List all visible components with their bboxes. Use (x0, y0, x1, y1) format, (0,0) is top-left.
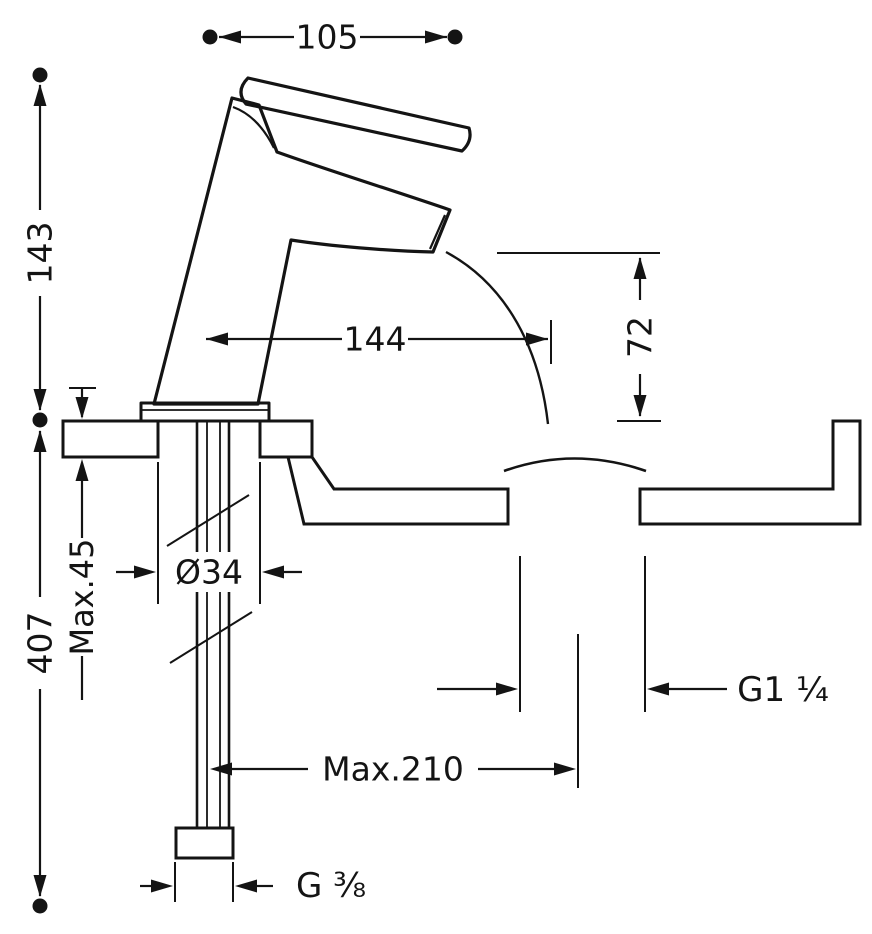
reference-dot (32, 898, 48, 914)
reference-dot (32, 67, 48, 83)
dimension-mounting-hole-diameter: Ø34 (116, 462, 302, 604)
dim-label-waste-thread: G1 ¼ (737, 670, 829, 710)
drain-dome-arc (503, 457, 647, 473)
dim-label-spout-outlet-height: 72 (621, 316, 660, 358)
dim-label-max-counter-thickness: Max.45 (63, 538, 101, 655)
countertop-basin-section (61, 419, 862, 526)
countertop-left-slab (61, 419, 160, 459)
dim-label-height-above-deck: 143 (21, 222, 60, 285)
arrowhead-left-icon (235, 879, 257, 893)
dimension-spout-reach: 144 (206, 320, 552, 364)
arrowhead-up-icon (633, 257, 647, 279)
dim-label-spout-reach: 144 (344, 320, 407, 359)
arrowhead-left-icon (206, 332, 228, 346)
basin-left-wall-and-bottom (286, 455, 510, 526)
water-stream-arc (445, 250, 550, 425)
arrowhead-up-icon (33, 84, 47, 106)
pipe-break-mark-upper (166, 494, 250, 547)
arrowhead-down-icon (75, 397, 89, 419)
dimension-max-supply-offset: Max.210 (210, 634, 579, 789)
faucet-body-and-spout (152, 96, 452, 406)
arrowhead-left-icon (262, 565, 284, 579)
dimension-depth-below-deck: 407 (21, 430, 60, 897)
basin-right-wall-and-bottom (638, 419, 862, 526)
faucet-base-plate (139, 401, 271, 423)
arrowhead-left-icon (210, 762, 232, 776)
reference-dot (32, 412, 48, 428)
arrowhead-up-icon (75, 459, 89, 481)
dim-label-depth-below-deck: 407 (21, 612, 60, 675)
arrowhead-right-icon (526, 332, 548, 346)
pipe-break-mark-lower (169, 611, 253, 664)
faucet-lever-handle (239, 76, 472, 153)
dim-label-mounting-hole-diameter: Ø34 (175, 553, 243, 592)
arrowhead-up-icon (33, 430, 47, 452)
dim-label-max-supply-offset: Max.210 (322, 750, 464, 789)
reference-dots (32, 29, 463, 914)
supply-pipe (166, 421, 253, 860)
supply-connection-nut (174, 826, 235, 860)
faucet-cartridge-collar-line (232, 105, 275, 149)
reference-dot (447, 29, 463, 45)
arrowhead-left-icon (647, 682, 669, 696)
dimension-waste-thread: G1 ¼ (437, 556, 829, 712)
faucet (139, 76, 472, 423)
arrowhead-left-icon (219, 30, 241, 44)
arrowhead-right-icon (151, 879, 173, 893)
dim-label-inlet-thread: G ⅜ (296, 866, 366, 906)
dimension-spout-outlet-height: 72 (497, 252, 661, 422)
arrowhead-down-icon (33, 875, 47, 897)
dimension-inlet-thread: G ⅜ (140, 862, 366, 906)
dimension-top-width: 105 (219, 18, 447, 57)
countertop-slab-right-of-hole (258, 419, 314, 459)
dimension-height-above-deck: 143 (21, 84, 60, 411)
arrowhead-down-icon (633, 395, 647, 417)
arrowhead-right-icon (554, 762, 576, 776)
arrowhead-down-icon (33, 389, 47, 411)
reference-dot (202, 29, 218, 45)
dim-label-top-width: 105 (296, 18, 359, 57)
arrowhead-right-icon (134, 565, 156, 579)
arrowhead-right-icon (496, 682, 518, 696)
faucet-aerator-line (428, 214, 447, 250)
dimension-max-counter-thickness: Max.45 (63, 387, 101, 700)
arrowhead-right-icon (425, 30, 447, 44)
